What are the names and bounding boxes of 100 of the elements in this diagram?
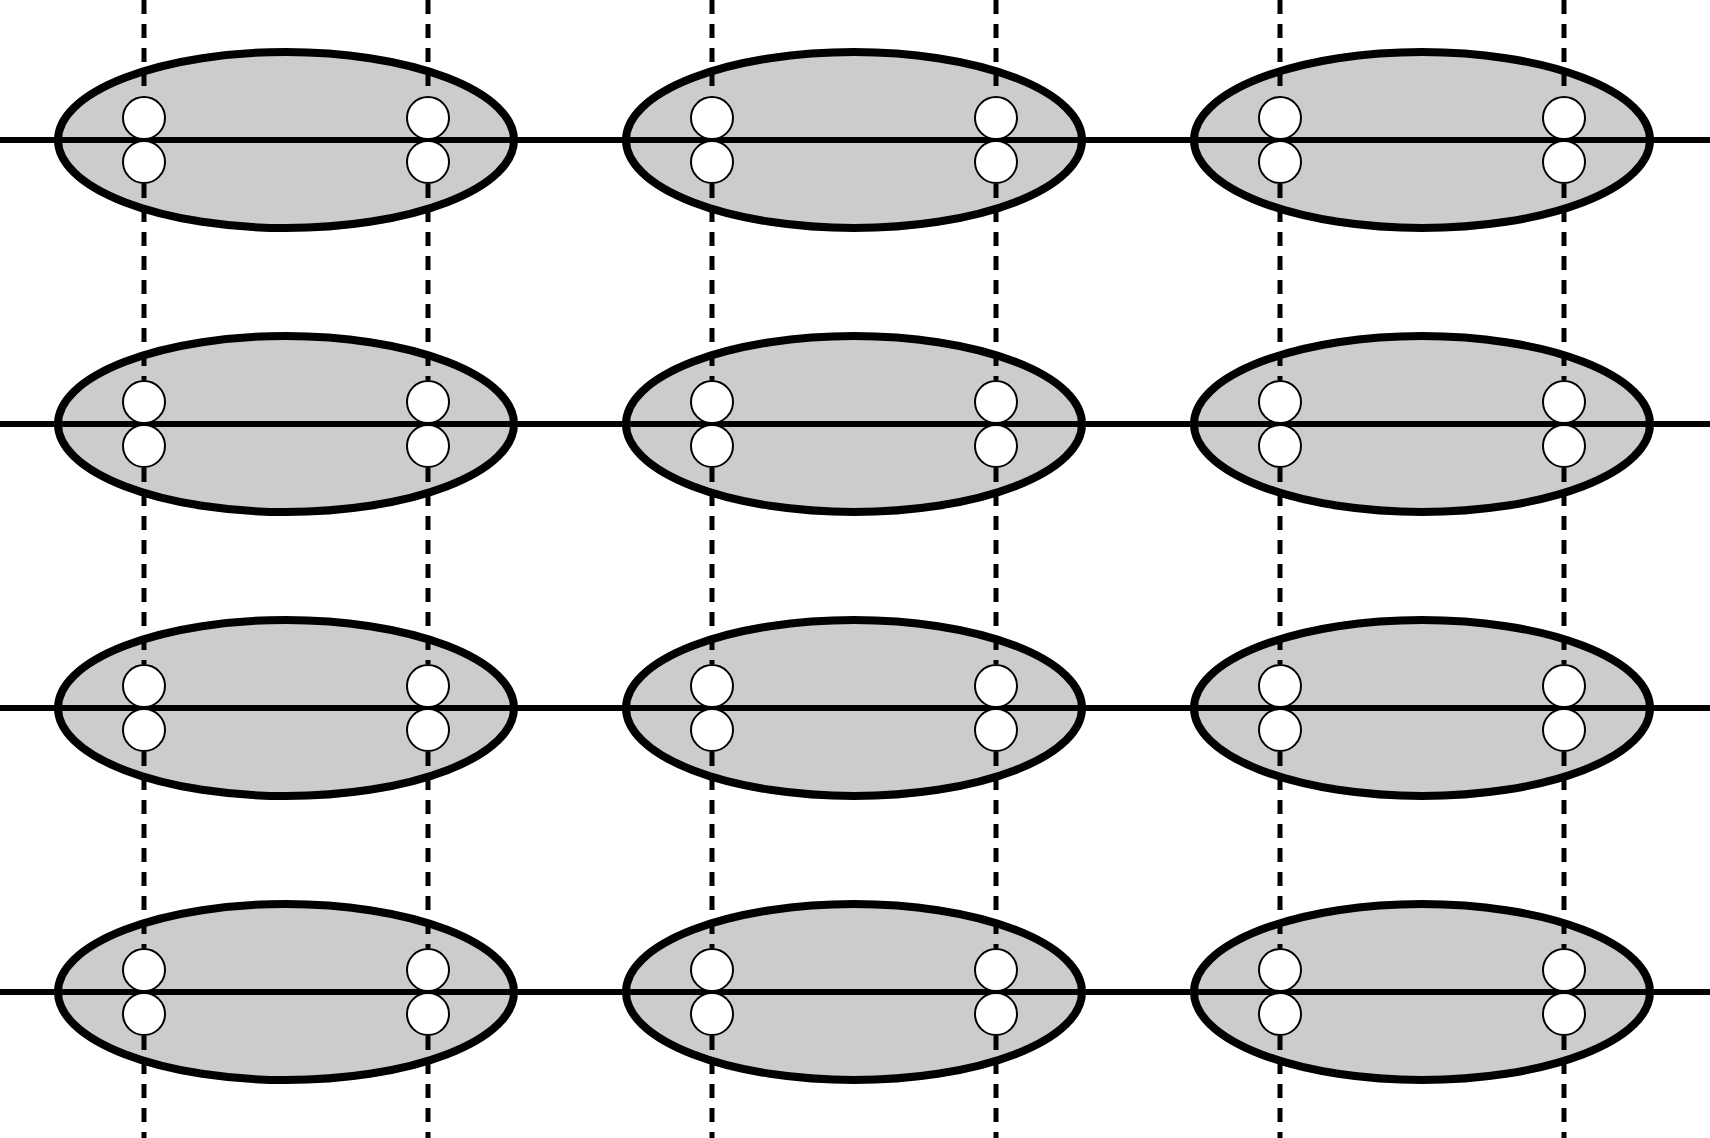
ellipse-node [622, 900, 1086, 1084]
ellipse-node [1190, 48, 1654, 232]
dashed-line [141, 1036, 147, 1138]
circle-node [690, 424, 734, 468]
circle-node [122, 140, 166, 184]
circle-node [974, 708, 1018, 752]
circle-node [974, 96, 1018, 140]
circle-node [1258, 424, 1302, 468]
connector-line [1082, 705, 1194, 711]
circle-node [122, 424, 166, 468]
circle-node [974, 948, 1018, 992]
circle-node [1542, 708, 1586, 752]
ellipse-node [54, 900, 518, 1084]
connector-line [1082, 989, 1194, 995]
circle-node [974, 380, 1018, 424]
circle-node [690, 140, 734, 184]
dashed-line [1277, 752, 1283, 948]
circle-node [1542, 664, 1586, 708]
dashed-line [709, 1036, 715, 1138]
dashed-line [425, 1036, 431, 1138]
circle-node [122, 708, 166, 752]
circle-node [1542, 992, 1586, 1036]
connector-line [514, 137, 626, 143]
circle-node [690, 96, 734, 140]
circle-node [122, 664, 166, 708]
connector-line [514, 421, 626, 427]
dashed-line [709, 184, 715, 380]
connector-line [1082, 137, 1194, 143]
connector-line [0, 989, 58, 995]
ellipse-node [622, 48, 1086, 232]
ellipse-node [54, 616, 518, 800]
ellipse-node [54, 332, 518, 516]
dashed-line [1561, 1036, 1567, 1138]
circle-node [974, 992, 1018, 1036]
connector-line [514, 989, 626, 995]
circle-node [406, 424, 450, 468]
circle-node [406, 664, 450, 708]
connector-line [0, 421, 58, 427]
circle-node [406, 992, 450, 1036]
connector-line [1650, 421, 1710, 427]
circle-node [974, 424, 1018, 468]
dashed-line [1277, 468, 1283, 664]
circle-node [690, 992, 734, 1036]
circle-node [1258, 948, 1302, 992]
dashed-line [709, 752, 715, 948]
circle-node [974, 140, 1018, 184]
circle-node [690, 380, 734, 424]
circle-node [1542, 96, 1586, 140]
dashed-line [1277, 1036, 1283, 1138]
dashed-line [709, 468, 715, 664]
dashed-line [425, 184, 431, 380]
circle-node [1258, 140, 1302, 184]
connector-line [1650, 137, 1710, 143]
connector-line [1082, 421, 1194, 427]
circle-node [1542, 140, 1586, 184]
circle-node [1258, 96, 1302, 140]
circle-node [690, 948, 734, 992]
dashed-line [993, 1036, 999, 1138]
circle-node [1258, 992, 1302, 1036]
dashed-line [993, 184, 999, 380]
circle-node [406, 140, 450, 184]
dashed-line [425, 468, 431, 664]
ellipse-node [1190, 900, 1654, 1084]
dashed-line [1561, 184, 1567, 380]
dashed-line [1277, 184, 1283, 380]
dashed-line [1561, 752, 1567, 948]
dashed-line [1561, 468, 1567, 664]
connector-line [514, 705, 626, 711]
dashed-line [141, 752, 147, 948]
circle-node [122, 948, 166, 992]
circle-node [406, 948, 450, 992]
circle-node [1258, 708, 1302, 752]
circle-node [690, 708, 734, 752]
circle-node [122, 96, 166, 140]
circle-node [406, 380, 450, 424]
dashed-line [425, 752, 431, 948]
circle-node [690, 664, 734, 708]
circle-node [1542, 948, 1586, 992]
connector-line [0, 137, 58, 143]
circle-node [122, 992, 166, 1036]
connector-line [1650, 705, 1710, 711]
circle-node [1542, 424, 1586, 468]
circle-node [406, 96, 450, 140]
connector-line [0, 705, 58, 711]
connector-line [1650, 989, 1710, 995]
ellipse-node [1190, 616, 1654, 800]
circle-node [1542, 380, 1586, 424]
ellipse-node [622, 332, 1086, 516]
ellipse-node [54, 48, 518, 232]
circle-node [974, 664, 1018, 708]
dashed-line [141, 468, 147, 664]
circle-node [1258, 380, 1302, 424]
circle-node [1258, 664, 1302, 708]
ellipse-node [1190, 332, 1654, 516]
circle-node [406, 708, 450, 752]
dashed-line [993, 752, 999, 948]
dashed-line [141, 184, 147, 380]
circle-node [122, 380, 166, 424]
dashed-line [993, 468, 999, 664]
ellipse-node [622, 616, 1086, 800]
